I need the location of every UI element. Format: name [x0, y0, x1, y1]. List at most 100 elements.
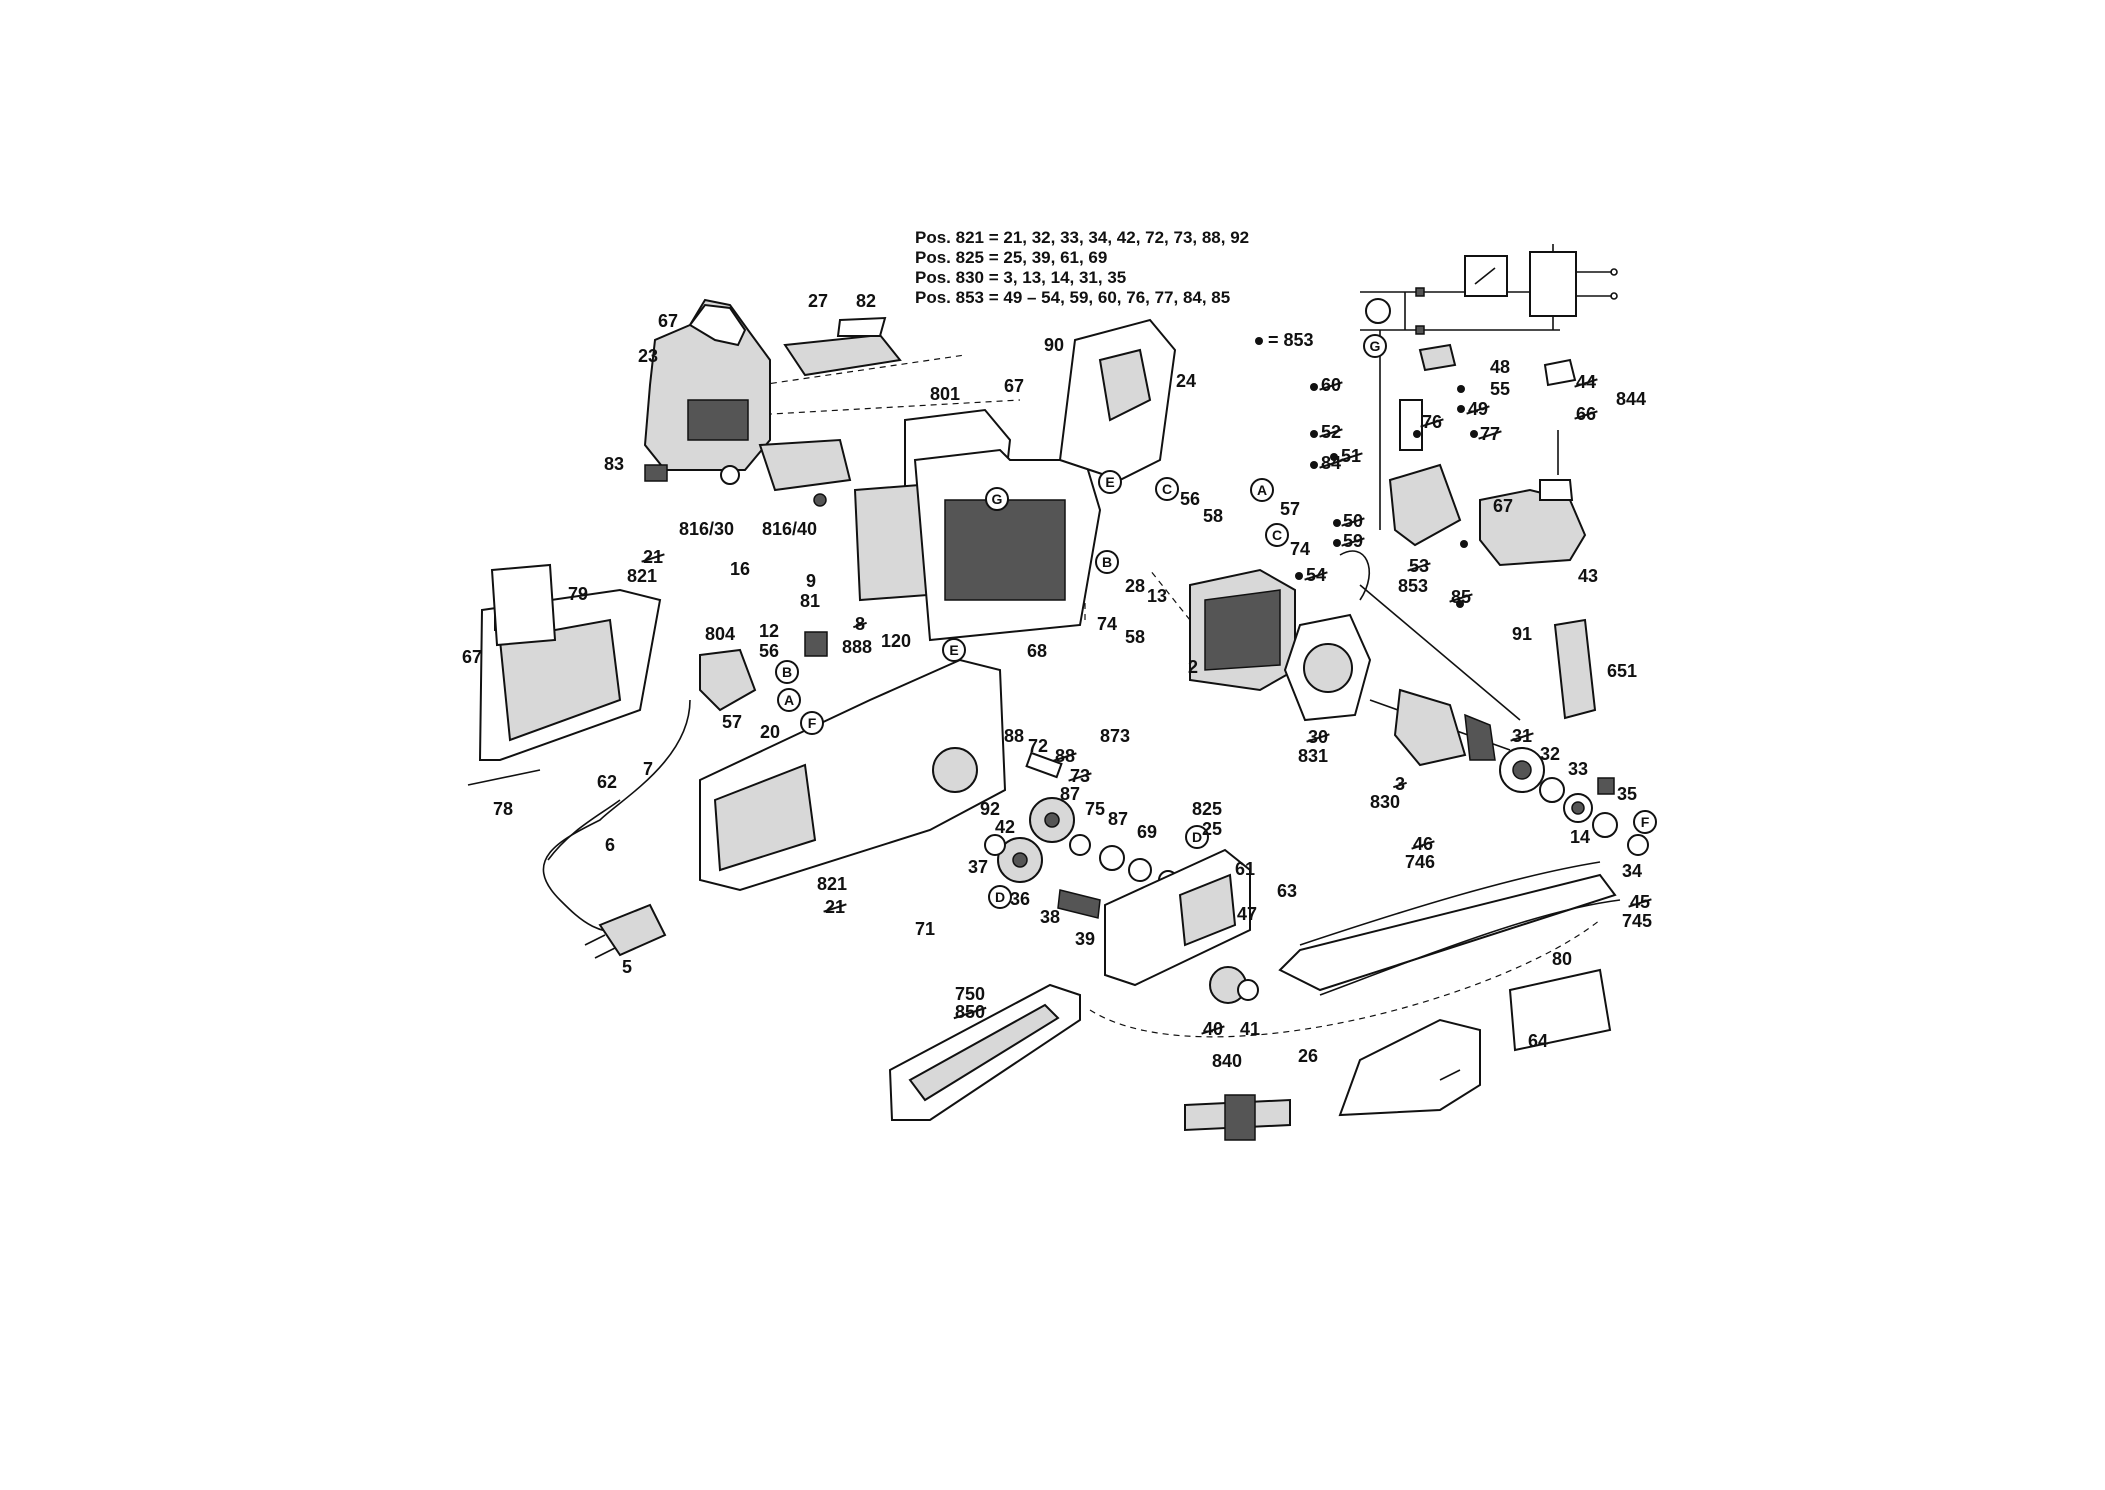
part-label-superseded: 73	[1070, 766, 1091, 786]
part-label-superseded: 66	[1576, 404, 1597, 424]
wiring-schematic	[1360, 244, 1618, 335]
part-label: 92	[980, 799, 1001, 819]
part-label: 81	[800, 591, 821, 611]
ref-circle-e: E	[1098, 470, 1122, 494]
part-label: 35	[1617, 784, 1638, 804]
small-part-83	[644, 464, 668, 482]
bullet-53	[1460, 540, 1468, 548]
part-label: 5	[622, 957, 633, 977]
part-label: 888	[842, 637, 873, 657]
part-label-superseded: 60	[1321, 375, 1342, 395]
part-label-superseded: 84	[1321, 453, 1342, 473]
part-label: 67	[1493, 496, 1514, 516]
ref-circle-c2: C	[1265, 523, 1289, 547]
part-label: 61	[1235, 859, 1256, 879]
bullet-54	[1295, 572, 1303, 580]
ref-circle-d2: D	[1185, 825, 1209, 849]
part-label: 57	[722, 712, 743, 732]
part-label: 25	[1202, 819, 1223, 839]
part-label: 825	[1192, 799, 1223, 819]
ring-32	[1539, 777, 1565, 803]
part-label: 62	[597, 772, 618, 792]
part-label-superseded: 50	[1343, 511, 1364, 531]
part-label: 37	[968, 857, 989, 877]
part-label: 821	[627, 566, 658, 586]
ref-circle-b: B	[1095, 550, 1119, 574]
part-label: 873	[1100, 726, 1131, 746]
part-label: 80	[1552, 949, 1573, 969]
bullet-55	[1457, 385, 1465, 393]
part-label: 75	[1085, 799, 1106, 819]
part-label: 56	[1180, 489, 1201, 509]
header-line-3: Pos. 830 = 3, 13, 14, 31, 35	[915, 268, 1127, 287]
part-label: 91	[1512, 624, 1533, 644]
part-label-superseded: 45	[1630, 892, 1651, 912]
part-label-superseded: 46	[1413, 834, 1434, 854]
part-label: 41	[1240, 1019, 1261, 1039]
part-label: 67	[462, 647, 483, 667]
part-label: 71	[915, 919, 936, 939]
part-label-superseded: 30	[1308, 727, 1329, 747]
part-label: 7	[643, 759, 654, 779]
part-label: 83	[604, 454, 625, 474]
part-label: 79	[568, 584, 589, 604]
part-label: 16	[730, 559, 751, 579]
brush-holder-part	[720, 438, 852, 507]
side-plate-79	[490, 563, 557, 647]
part-label: 33	[1568, 759, 1589, 779]
bullet-84	[1310, 461, 1318, 469]
header-line-4: Pos. 853 = 49 – 54, 59, 60, 76, 77, 84, …	[915, 288, 1231, 307]
bullet-59	[1333, 539, 1341, 547]
rear-handle-part	[643, 298, 771, 471]
main-housing-part	[699, 658, 1007, 892]
part-label: 74	[1097, 614, 1118, 634]
part-label: 750	[955, 984, 986, 1004]
part-label: 64	[1528, 1031, 1549, 1051]
part-label: 2	[1188, 657, 1199, 677]
legend-text: = 853	[1268, 330, 1314, 350]
part-label: 746	[1405, 852, 1436, 872]
part-label: 12	[759, 621, 780, 641]
part-label: 23	[638, 346, 659, 366]
bullet-52	[1310, 430, 1318, 438]
part-label: 831	[1298, 746, 1329, 766]
part-label: 72	[1028, 736, 1049, 756]
part-label: 87	[1060, 784, 1081, 804]
part-label: 57	[1280, 499, 1301, 519]
part-label: 844	[1616, 389, 1647, 409]
part-label-superseded: 51	[1341, 446, 1362, 466]
part-label: 34	[1622, 861, 1643, 881]
bullet-77	[1470, 430, 1478, 438]
part-label: 88	[1004, 726, 1025, 746]
bullet-60	[1310, 383, 1318, 391]
part-label: 20	[760, 722, 781, 742]
ref-circle-c: C	[1155, 477, 1179, 501]
part-label: 78	[493, 799, 514, 819]
legend-dot	[1255, 337, 1263, 345]
part-label-superseded: 31	[1512, 726, 1533, 746]
part-label: 58	[1203, 506, 1224, 526]
part-label: 24	[1176, 371, 1197, 391]
washer-35	[1597, 777, 1615, 795]
ref-circle-g: G	[985, 487, 1009, 511]
part-label: 56	[759, 641, 780, 661]
header-line-2: Pos. 825 = 25, 39, 61, 69	[915, 248, 1108, 267]
part-label: 48	[1490, 357, 1511, 377]
part-label: 27	[808, 291, 829, 311]
part-label-superseded: 76	[1422, 412, 1443, 432]
assembly-line-2	[1089, 919, 1601, 1038]
part-label-superseded: 59	[1343, 531, 1364, 551]
header-line-1: Pos. 821 = 21, 32, 33, 34, 42, 72, 73, 8…	[915, 228, 1250, 247]
part-label: 55	[1490, 379, 1511, 399]
cover-part	[783, 333, 902, 377]
part-label-superseded: 8	[855, 614, 866, 634]
bullet-49	[1457, 405, 1465, 413]
part-label: 68	[1027, 641, 1048, 661]
grease-tube-part	[1553, 618, 1597, 720]
capacitor-12	[804, 631, 828, 657]
oil-tank-part	[1479, 358, 1587, 567]
part-label: 82	[856, 291, 877, 311]
part-label-superseded: 53	[1409, 556, 1430, 576]
